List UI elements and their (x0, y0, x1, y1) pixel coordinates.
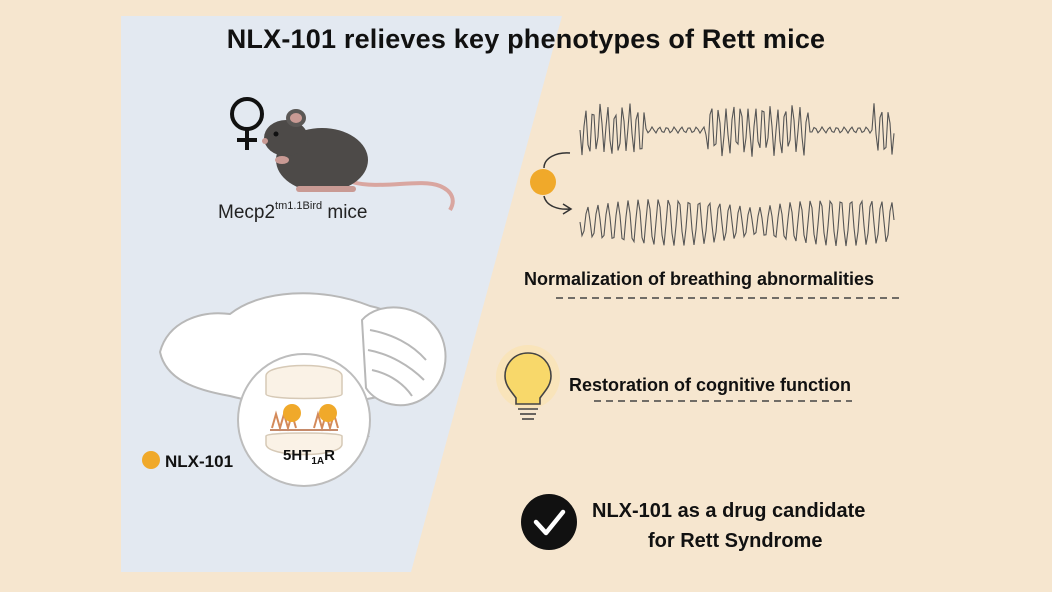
legend-drug-dot (142, 451, 160, 469)
conclusion-line-1: NLX-101 as a drug candidate (592, 500, 866, 522)
lightbulb-icon (496, 345, 560, 420)
conclusion-text: NLX-101 as a drug candidate for Rett Syn… (592, 496, 865, 556)
receptor-label-base: 5HT (283, 447, 312, 464)
mouse-label-suffix: mice (322, 202, 368, 223)
breathing-trace-treated (579, 199, 895, 247)
drug-molecule-2 (319, 404, 337, 422)
conclusion-line-2: for Rett Syndrome (648, 530, 823, 552)
receptor-label-suffix: R (324, 447, 335, 464)
treatment-dot (530, 169, 556, 195)
finding-breathing: Normalization of breathing abnormalities (524, 269, 875, 289)
figure-title: NLX-101 relieves key phenotypes of Rett … (226, 24, 826, 54)
mouse-model-label: Mecp2tm1.1Bird mice (218, 200, 368, 224)
receptor-label-subscript: 1A (311, 456, 325, 467)
mouse-label-base: Mecp2 (218, 202, 276, 223)
drug-molecule-1 (283, 404, 301, 422)
left-panel (121, 16, 562, 572)
checkmark-circle-icon (521, 494, 577, 550)
finding-cognition: Restoration of cognitive function (569, 375, 851, 395)
receptor-label: 5HT1AR (283, 447, 335, 467)
arrow-up (543, 152, 571, 169)
arrow-down (543, 195, 573, 215)
breathing-trace-rett (579, 103, 895, 157)
mouse-illustration (262, 109, 455, 212)
legend-drug-label: NLX-101 (165, 452, 234, 471)
mouse-label-superscript: tm1.1Bird (275, 200, 323, 212)
female-symbol-icon (230, 97, 264, 150)
receptor-zoom-circle (237, 353, 371, 487)
